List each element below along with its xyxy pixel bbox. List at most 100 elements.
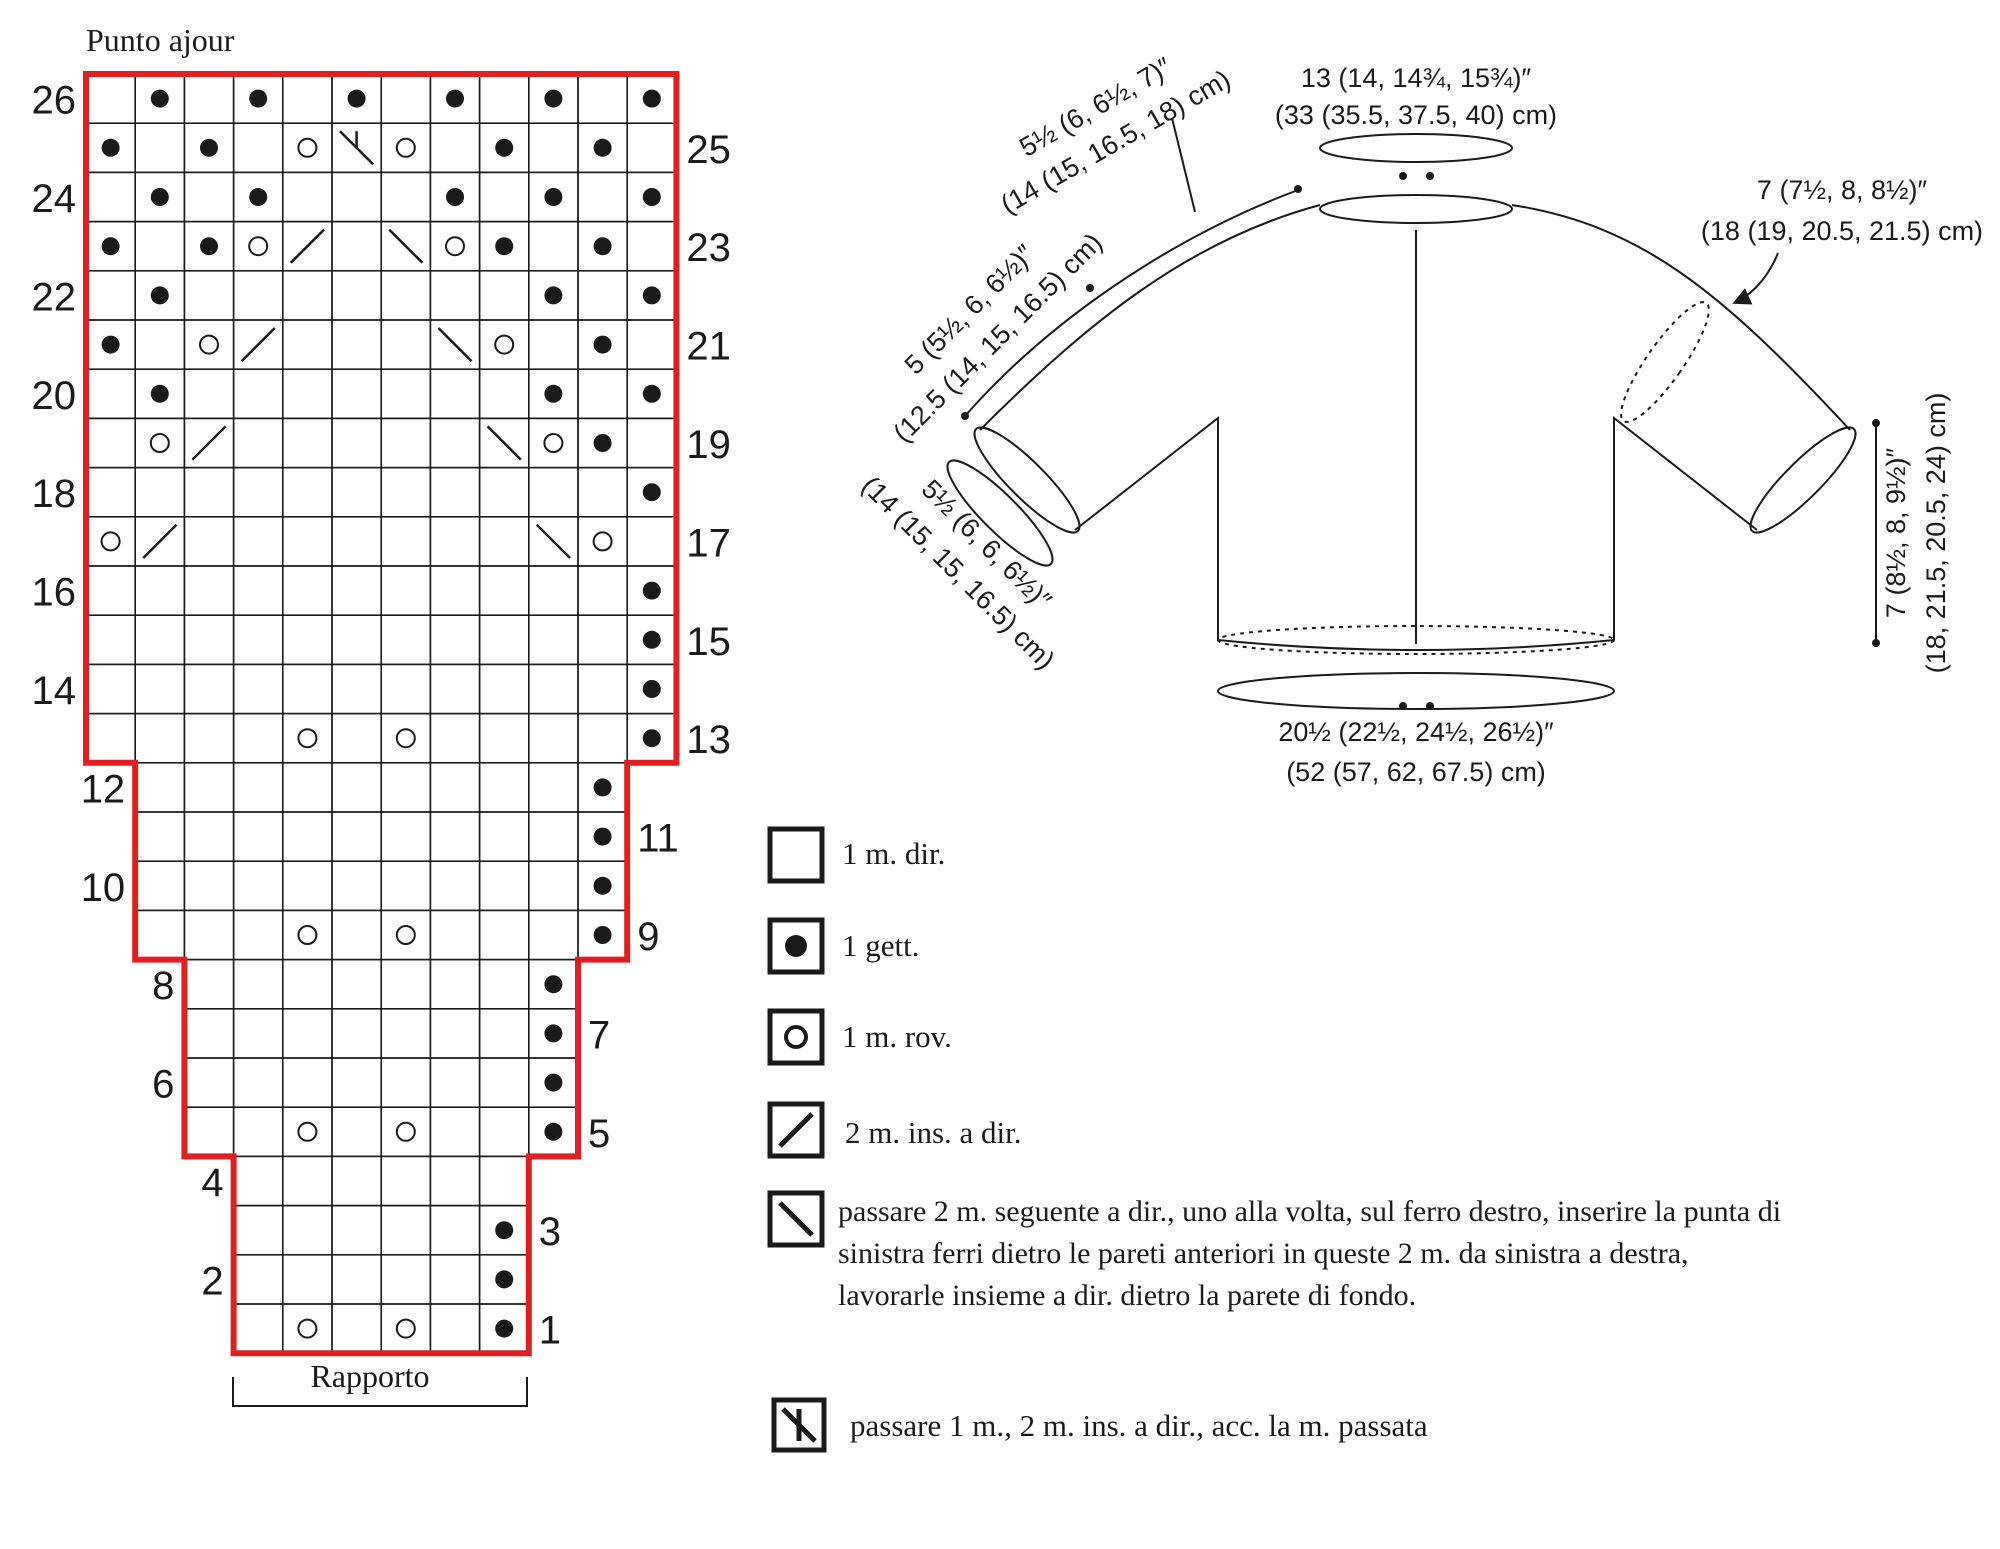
chart-cell [478, 712, 530, 764]
chart-cell [380, 1204, 432, 1256]
purl-mark [248, 236, 269, 257]
chart-cell [282, 466, 333, 518]
yo-symbol-icon [767, 917, 825, 975]
chart-cell [282, 811, 333, 862]
row-number: 11 [637, 817, 679, 861]
chart-cell [282, 122, 333, 174]
purl-mark [543, 433, 564, 453]
chart-cell [577, 712, 628, 764]
purl-mark [297, 1121, 318, 1142]
chart-cell [85, 614, 136, 666]
chart-cell [282, 565, 333, 616]
chart-cell [429, 860, 481, 912]
shoulder-measure-line [964, 189, 1299, 417]
row-number: 18 [32, 472, 77, 516]
legend-ssk-line-2: sinistra ferri dietro le pareti anterior… [838, 1237, 1689, 1270]
purl-mark [395, 1121, 416, 1142]
chart-cell [282, 909, 333, 961]
chart-cell [380, 319, 432, 370]
chart-cell [232, 1057, 284, 1108]
chart-cell [380, 614, 432, 666]
chart-cell [85, 466, 136, 518]
chart-cell [282, 1204, 333, 1256]
upper-arm-arrow [1732, 252, 1779, 305]
chart-cell [577, 73, 628, 124]
yo-mark [593, 237, 612, 256]
row-number: 15 [686, 620, 731, 664]
yo-mark [495, 138, 514, 157]
hem-width-inches: 20½ (22½, 24½, 26½)″ [1278, 717, 1554, 747]
legend-yo: 1 gett. [767, 917, 920, 975]
row-number: 26 [32, 79, 77, 123]
yo-mark [544, 384, 563, 403]
chart-cell [282, 171, 333, 223]
chart-cell [528, 122, 579, 174]
chart-cell [331, 417, 382, 469]
chart-cell [626, 319, 678, 370]
upper-arm-dashed [1620, 301, 1710, 423]
yo-mark [495, 1319, 514, 1338]
chart-cell [429, 663, 481, 715]
chart-cell [429, 565, 481, 616]
yo-mark [544, 188, 563, 206]
chart-cell [232, 663, 284, 715]
row-number: 2 [201, 1259, 223, 1303]
chart-cell [85, 712, 136, 764]
chart-cell [183, 1008, 235, 1059]
chart-cell [331, 958, 382, 1010]
chart-cell [232, 1303, 284, 1354]
chart-cell [183, 565, 235, 616]
chart-cell [331, 614, 382, 666]
chart-cell [282, 1008, 333, 1059]
chart-cell [183, 171, 235, 223]
stitch-chart-symbols [100, 89, 661, 1339]
legend-skp-text: passare 1 m., 2 m. ins. a dir., acc. la … [850, 1408, 1428, 1443]
chart-cell [134, 909, 186, 961]
chart-cell [528, 712, 579, 764]
chart-cell [429, 1254, 481, 1305]
chart-cell [478, 1155, 530, 1207]
yo-mark [495, 237, 514, 256]
chart-cell [232, 614, 284, 666]
chart-cell [528, 319, 579, 370]
yo-mark [593, 335, 612, 354]
chart-cell [577, 368, 628, 420]
yo-mark [150, 384, 169, 403]
right-cuff [1749, 426, 1857, 534]
chart-cell [134, 466, 186, 518]
chart-cell [331, 270, 382, 321]
shoulder-leader [1171, 117, 1196, 213]
chart-cell [380, 565, 432, 616]
chart-cell [429, 122, 481, 174]
k2tog-symbol-icon [767, 1101, 825, 1159]
chart-cell [232, 1155, 284, 1207]
legend-skp: passare 1 m., 2 m. ins. a dir., acc. la … [771, 1397, 1428, 1453]
chart-cell [577, 663, 628, 715]
chart-cell [380, 1155, 432, 1207]
purl-mark [395, 137, 416, 158]
yo-mark [642, 729, 661, 748]
chart-cell [282, 958, 333, 1010]
chart-cell [232, 466, 284, 518]
chart-cell [380, 417, 432, 469]
yo-mark [642, 680, 661, 698]
left-underarm-line [1074, 415, 1219, 640]
yo-mark [593, 778, 612, 797]
ssk-mark [486, 425, 522, 461]
yo-mark [150, 89, 169, 108]
chart-cell [232, 1106, 284, 1158]
purl-mark [149, 433, 170, 453]
chart-cell [429, 811, 481, 862]
chart-cell [380, 466, 432, 518]
chart-cell [331, 319, 382, 370]
chart-cell [626, 220, 678, 272]
legend-purl-text: 1 m. rov. [842, 1019, 952, 1054]
chart-cell [183, 712, 235, 764]
purl-mark [592, 531, 613, 552]
chart-cell [282, 663, 333, 715]
yo-mark [544, 1122, 563, 1141]
chart-cell [331, 565, 382, 616]
yo-mark [495, 1221, 514, 1240]
chart-cell [429, 1008, 481, 1059]
neckline [1319, 194, 1513, 224]
